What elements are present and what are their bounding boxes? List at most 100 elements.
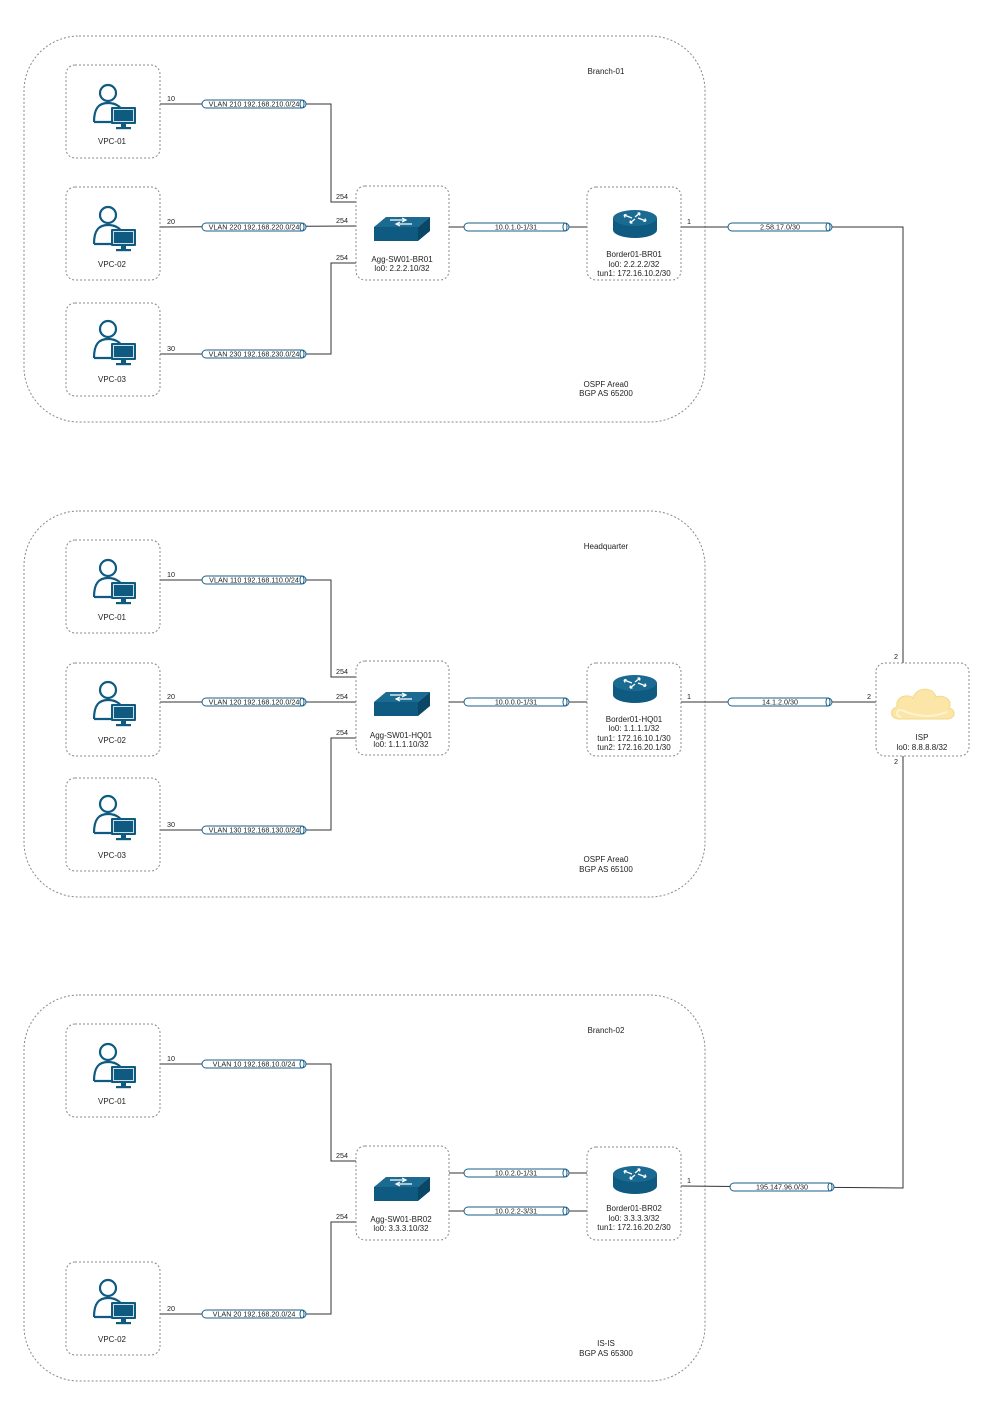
port-label: 254 [336, 1212, 348, 1221]
pipe-b1-l3: VLAN 230 192.168.230.0/24 [201, 349, 307, 359]
link-hq-vpc3-sw [160, 737, 356, 831]
node-label: VPC-01 [98, 137, 127, 146]
region-protocol: IS-IS [597, 1339, 615, 1348]
port-label: 1 [687, 692, 691, 701]
region-bgp-as: BGP AS 65300 [579, 1349, 633, 1358]
node-agg-sw01-br02[interactable]: Agg-SW01-BR02 lo0: 3.3.3.10/32 [355, 1145, 450, 1241]
port-label: 2 [894, 652, 898, 661]
port-label: 2 [867, 692, 871, 701]
node-label: VPC-01 [98, 613, 127, 622]
region-title: Headquarter [584, 542, 629, 551]
pipe-b2-l2: VLAN 20 192.168.20.0/24 [201, 1309, 307, 1319]
region-title: Branch-01 [588, 67, 625, 76]
connections [159, 103, 904, 1315]
node-detail: lo0: 2.2.2.10/32 [374, 264, 430, 273]
node-isp[interactable]: ISP lo0: 8.8.8.8/32 [875, 662, 970, 757]
pipe-b1-l5: 2.58.17.0/30 [727, 222, 833, 232]
node-detail: lo0: 2.2.2.2/32 [609, 260, 660, 269]
node-label: Agg-SW01-BR01 [371, 255, 433, 264]
node-label: VPC-03 [98, 375, 127, 384]
node-label: Agg-SW01-HQ01 [370, 731, 433, 740]
port-label: 1 [687, 217, 691, 226]
port-label: 20 [167, 217, 175, 226]
pipe-hq-l1: VLAN 110 192.168.110.0/24 [201, 575, 307, 585]
node-label: VPC-03 [98, 851, 127, 860]
link-label: VLAN 20 192.168.20.0/24 [213, 1310, 296, 1319]
port-label: 30 [167, 344, 175, 353]
link-labels: VLAN 210 192.168.210.0/24 VLAN 220 192.1… [201, 99, 835, 1319]
pipe-b1-l2: VLAN 220 192.168.220.0/24 [201, 222, 307, 232]
pipe-hq-l2: VLAN 120 192.168.120.0/24 [201, 697, 307, 707]
node-label: VPC-01 [98, 1097, 127, 1106]
link-label: 10.0.0.0-1/31 [495, 698, 537, 707]
node-detail: lo0: 3.3.3.3/32 [609, 1214, 660, 1223]
port-label: 254 [336, 728, 348, 737]
region-title: Branch-02 [588, 1026, 625, 1035]
port-label: 254 [336, 192, 348, 201]
port-label: 10 [167, 570, 175, 579]
node-border01-hq01[interactable]: Border01-HQ01 lo0: 1.1.1.1/32 tun1: 172.… [586, 662, 682, 757]
node-detail: tun1: 172.16.10.1/30 [597, 734, 671, 743]
node-vpc-02-branch02[interactable]: VPC-02 [65, 1261, 161, 1356]
node-vpc-01-branch02[interactable]: VPC-01 [65, 1023, 161, 1118]
region-headquarter: Headquarter OSPF Area0 BGP AS 65100 [23, 510, 706, 898]
port-label: 20 [167, 1304, 175, 1313]
link-label: 14.1.2.0/30 [762, 698, 798, 707]
link-label: 195.147.96.0/30 [756, 1183, 808, 1192]
region-branch-01: Branch-01 OSPF Area0 BGP AS 65200 [23, 35, 706, 423]
node-detail: tun2: 172.16.20.1/30 [597, 743, 671, 752]
node-detail: lo0: 3.3.3.10/32 [373, 1224, 429, 1233]
link-label: 10.0.1.0-1/31 [495, 223, 537, 232]
port-label: 10 [167, 94, 175, 103]
node-detail: lo0: 1.1.1.10/32 [373, 740, 429, 749]
node-vpc-02-branch01[interactable]: VPC-02 [65, 186, 161, 281]
port-label: 254 [336, 216, 348, 225]
region-protocol: OSPF Area0 [584, 855, 629, 864]
node-agg-sw01-hq01[interactable]: Agg-SW01-HQ01 lo0: 1.1.1.10/32 [355, 660, 450, 756]
link-label: VLAN 130 192.168.130.0/24 [209, 826, 300, 835]
port-label: 254 [336, 253, 348, 262]
node-label: Agg-SW01-BR02 [370, 1215, 432, 1224]
link-b1-vpc3-sw [160, 262, 356, 355]
port-labels: 10 254 20 254 30 254 1 2 10 254 20 254 3… [167, 94, 898, 1313]
node-label: Border01-BR02 [606, 1204, 662, 1213]
port-label: 30 [167, 820, 175, 829]
switch-icon [373, 691, 431, 717]
node-agg-sw01-br01[interactable]: Agg-SW01-BR01 lo0: 2.2.2.10/32 [355, 185, 450, 281]
pipe-hq-l4: 10.0.0.0-1/31 [463, 697, 570, 707]
node-vpc-01-hq[interactable]: VPC-01 [65, 539, 161, 634]
port-label: 254 [336, 692, 348, 701]
port-label: 10 [167, 1054, 175, 1063]
node-label: VPC-02 [98, 260, 127, 269]
pipe-hq-l5: 14.1.2.0/30 [727, 697, 833, 707]
port-label: 254 [336, 667, 348, 676]
node-vpc-01-branch01[interactable]: VPC-01 [65, 64, 161, 159]
link-b1-rt-isp [681, 226, 904, 663]
node-vpc-02-hq[interactable]: VPC-02 [65, 662, 161, 757]
node-detail: lo0: 1.1.1.1/32 [609, 724, 660, 733]
link-label: 10.0.2.2-3/31 [495, 1207, 537, 1216]
link-b2-vpc2-sw [160, 1221, 356, 1315]
pipe-b2-l3: 10.0.2.0-1/31 [463, 1168, 570, 1178]
link-label: 10.0.2.0-1/31 [495, 1169, 537, 1178]
node-border01-br02[interactable]: Border01-BR02 lo0: 3.3.3.3/32 tun1: 172.… [586, 1146, 682, 1241]
link-label: VLAN 120 192.168.120.0/24 [209, 698, 300, 707]
region-bgp-as: BGP AS 65100 [579, 865, 633, 874]
pipe-b2-l1: VLAN 10 192.168.10.0/24 [201, 1059, 307, 1069]
node-detail: tun1: 172.16.20.2/30 [597, 1223, 671, 1232]
port-label: 2 [894, 757, 898, 766]
node-label: Border01-HQ01 [606, 715, 663, 724]
node-vpc-03-branch01[interactable]: VPC-03 [65, 302, 161, 397]
link-label: VLAN 230 192.168.230.0/24 [209, 350, 300, 359]
region-protocol: OSPF Area0 [584, 380, 629, 389]
node-detail: lo0: 8.8.8.8/32 [897, 743, 948, 752]
link-label: VLAN 110 192.168.110.0/24 [209, 576, 299, 585]
port-label: 254 [336, 1151, 348, 1160]
link-label: 2.58.17.0/30 [760, 223, 800, 232]
pipe-b1-l4: 10.0.1.0-1/31 [463, 222, 570, 232]
node-label: VPC-02 [98, 1335, 127, 1344]
node-border01-br01[interactable]: Border01-BR01 lo0: 2.2.2.2/32 tun1: 172.… [586, 186, 682, 281]
switch-icon [373, 216, 431, 242]
region-bgp-as: BGP AS 65200 [579, 389, 633, 398]
node-vpc-03-hq[interactable]: VPC-03 [65, 777, 161, 872]
